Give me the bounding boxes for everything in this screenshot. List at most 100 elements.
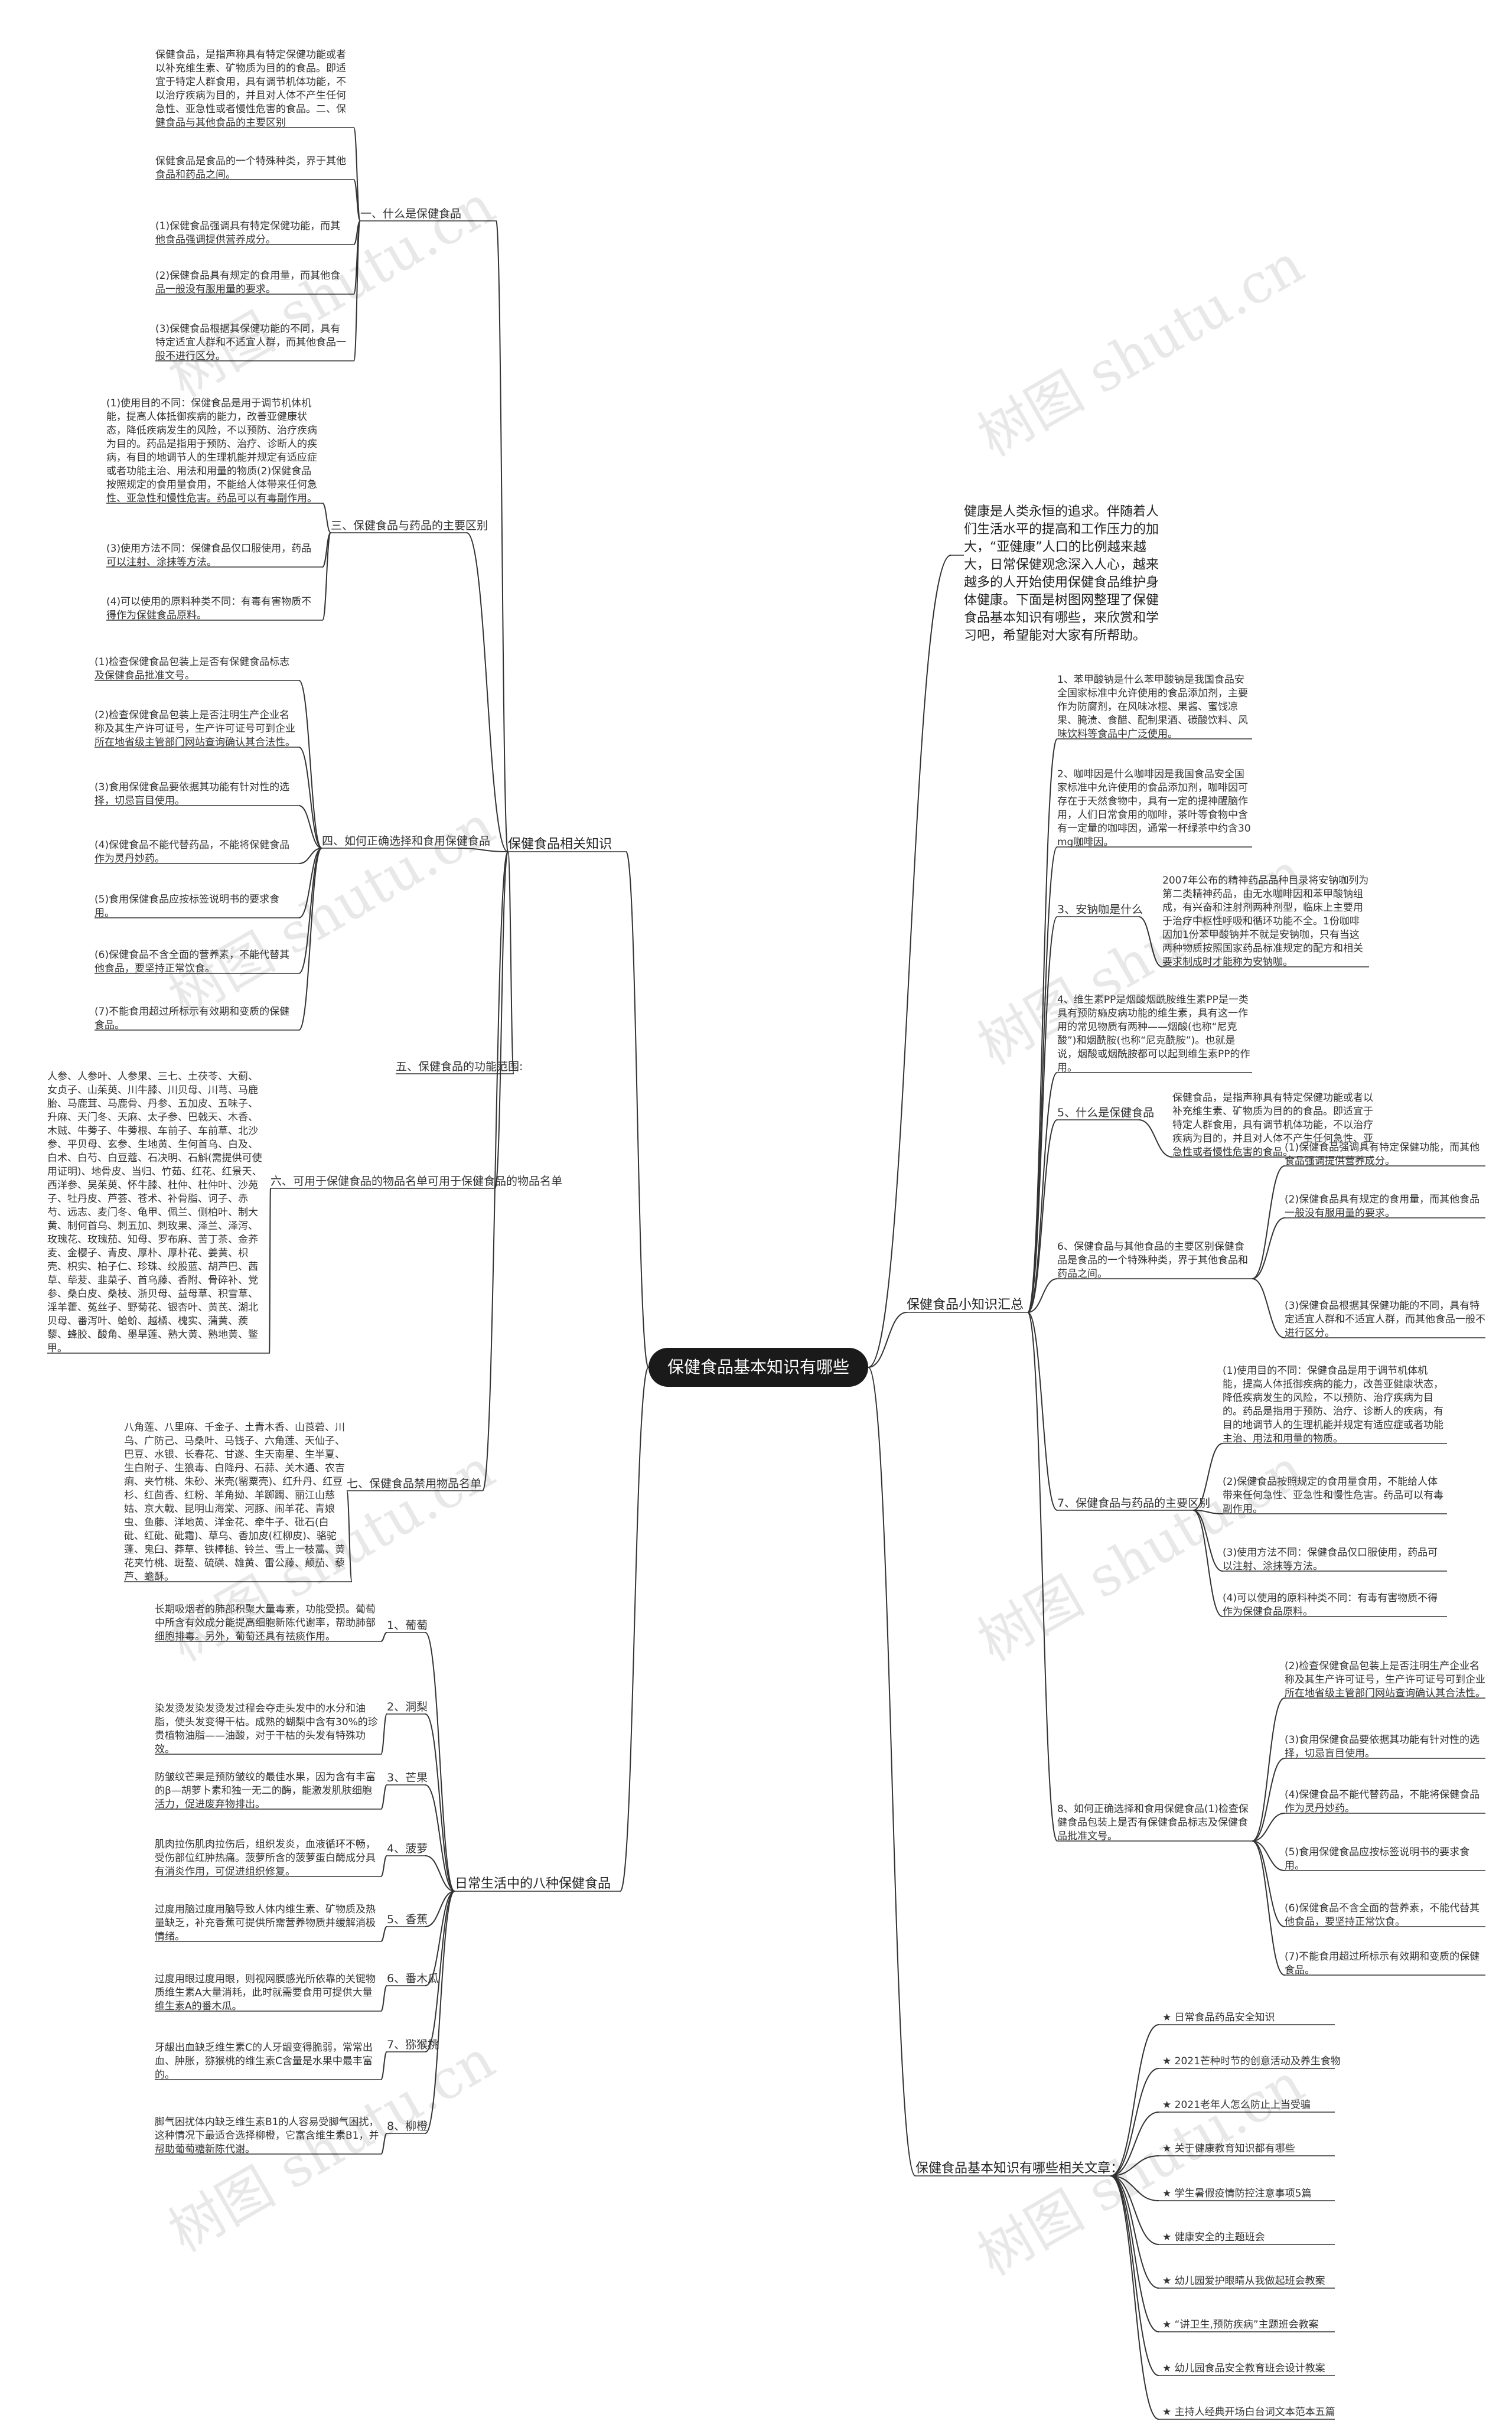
tip-sub-item: (4)保健食品不能代替药品，不能将保健食品作为灵丹妙药。 xyxy=(1285,1789,1480,1814)
connector xyxy=(298,848,322,1031)
connector xyxy=(1110,2175,1159,2376)
connector xyxy=(380,1855,387,1877)
connector xyxy=(1110,2068,1159,2176)
food-label: 5、香蕉 xyxy=(387,1913,428,1926)
connector xyxy=(380,1632,387,1642)
connector xyxy=(1027,1312,1058,1511)
connector xyxy=(425,1784,455,1892)
connector xyxy=(868,1312,907,1368)
related-article-link[interactable]: ★ 健康安全的主题班会 xyxy=(1162,2231,1265,2243)
food-text: 过度用脑过度用脑导致人体内维生素、矿物质及热量缺乏，补充香蕉可提供所需营养物质并… xyxy=(155,1904,376,1943)
connector xyxy=(425,1632,455,1892)
connector xyxy=(1110,2024,1159,2176)
connector xyxy=(353,220,361,361)
connector xyxy=(1110,2155,1159,2176)
connector xyxy=(1252,1165,1285,1279)
connector xyxy=(466,532,509,852)
connector xyxy=(1110,2175,1159,2420)
connector xyxy=(425,1891,455,1986)
connector xyxy=(1110,2175,1159,2201)
connector xyxy=(1027,738,1058,1313)
connector xyxy=(298,747,322,849)
connector xyxy=(298,680,322,849)
section-label: 四、如何正确选择和食用保健食品 xyxy=(322,835,491,848)
related-article-link[interactable]: ★ 2021芒种时节的创意活动及养生食物 xyxy=(1162,2055,1341,2067)
food-text: 过度用眼过度用眼，则视网膜感光所依靠的关键物质维生素A大量消耗，此时就需要食用可… xyxy=(155,1973,376,2012)
section-item: 保健食品是食品的一个特殊种类，界于其他食品和药品之间。 xyxy=(155,155,346,181)
food-label: 8、柳橙 xyxy=(387,2120,428,2133)
section-item: 人参、人参叶、人参果、三七、土茯苓、大蓟、女贞子、山茱萸、川牛膝、川贝母、川芎、… xyxy=(47,1071,262,1354)
food-label: 4、菠萝 xyxy=(387,1842,428,1855)
connector xyxy=(496,220,509,852)
branch-health-knowledge: 保健食品相关知识 xyxy=(508,837,612,852)
connector xyxy=(1252,1217,1285,1279)
connector xyxy=(1110,2112,1159,2176)
tip-sub-item: (3)食用保健食品要依据其功能有针对性的选择，切忌盲目使用。 xyxy=(1285,1734,1480,1759)
connector xyxy=(868,555,951,1368)
related-article-link[interactable]: ★ 关于健康教育知识都有哪些 xyxy=(1162,2143,1295,2155)
section-item: (3)食用保健食品要依据其功能有针对性的选择，切忌盲目使用。 xyxy=(94,781,290,807)
connector xyxy=(1110,2175,1159,2332)
tip-label: 8、如何正确选择和食用保健食品(1)检查保健食品包装上是否有保健食品标志及保健食… xyxy=(1057,1803,1249,1842)
related-article-link[interactable]: ★ 日常食品药品安全知识 xyxy=(1162,2012,1275,2024)
connector xyxy=(1027,916,1058,1313)
tip-sub-item: (3)使用方法不同：保健食品仅口服使用，药品可以注射、涂抹等方法。 xyxy=(1223,1547,1438,1572)
connector xyxy=(1192,1510,1223,1514)
connector xyxy=(298,848,322,864)
tip-sub-item: (1)使用目的不同：保健食品是用于调节机体机能，提高人体抵御疾病的能力，改善亚健… xyxy=(1223,1365,1443,1445)
food-label: 1、葡萄 xyxy=(387,1619,428,1632)
connector xyxy=(380,1985,387,2012)
tip-sub-item: (4)可以使用的原料种类不同：有毒有害物质不得作为保健食品原料。 xyxy=(1223,1592,1438,1618)
branch-tips-summary: 保健食品小知识汇总 xyxy=(907,1298,1024,1312)
section-item: 八角莲、八里麻、千金子、土青木香、山莨菪、川乌、广防己、马桑叶、马钱子、六角莲、… xyxy=(124,1422,345,1583)
tip-item: 2、咖啡因是什么咖啡因是我国食品安全国家标准中允许使用的食品添加剂，咖啡因可存在… xyxy=(1057,768,1251,848)
section-item: (7)不能食用超过所标示有效期和变质的保健食品。 xyxy=(94,1006,290,1031)
connector xyxy=(298,848,322,918)
branch-eight-foods: 日常生活中的八种保健食品 xyxy=(455,1876,611,1891)
connector xyxy=(625,851,649,1368)
section-item: (2)保健食品具有规定的食用量，而其他食品一般没有服用量的要求。 xyxy=(155,270,341,295)
connector xyxy=(380,2133,387,2155)
connector xyxy=(322,503,331,533)
section-label: 七、保健食品禁用物品名单 xyxy=(347,1477,482,1490)
connector xyxy=(620,1367,649,1892)
connector xyxy=(494,851,509,1189)
connector xyxy=(298,805,322,849)
connector xyxy=(1027,1312,1058,1842)
section-item: (3)保健食品根据其保健功能的不同，具有特定适宜人群和不适宜人群，而其他食品一般… xyxy=(155,323,346,362)
food-label: 3、芒果 xyxy=(387,1771,428,1784)
tip-sub-item: (2)检查保健食品包装上是否注明生产企业名称及其生产许可证号，生产许可证号可到企… xyxy=(1285,1660,1485,1699)
section-label: 五、保健食品的功能范围: xyxy=(396,1060,523,1073)
tip-sub-item: (1)保健食品强调具有特定保健功能，而其他食品强调提供营养成分。 xyxy=(1285,1142,1480,1167)
related-article-link[interactable]: ★ 2021老年人怎么防止上当受骗 xyxy=(1162,2099,1311,2111)
related-article-link[interactable]: ★ “讲卫生,预防疾病”主题班会教案 xyxy=(1162,2319,1319,2331)
connector xyxy=(425,1891,455,2052)
connector xyxy=(380,1713,387,1755)
connector xyxy=(1192,1510,1223,1617)
food-text: 长期吸烟者的肺部积聚大量毒素，功能受损。葡萄中所含有效成分能提高细胞新陈代谢率，… xyxy=(155,1604,376,1643)
food-label: 2、洞梨 xyxy=(387,1700,428,1713)
related-article-link[interactable]: ★ 幼儿园爱护眼睛从我做起班会教案 xyxy=(1162,2275,1325,2287)
section-item: (4)可以使用的原料种类不同：有毒有害物质不得作为保健食品原料。 xyxy=(106,596,312,621)
related-article-link[interactable]: ★ 主持人经典开场白台词文本范本五篇 xyxy=(1162,2406,1335,2418)
food-text: 牙龈出血缺乏维生素C的人牙龈变得脆弱，常常出血、肿胀，猕猴桃的维生素C含量是水果… xyxy=(155,2042,373,2081)
connector xyxy=(425,1891,455,1927)
connector xyxy=(1252,1840,1285,1871)
food-label: 6、番木瓜 xyxy=(387,1972,439,1985)
connector xyxy=(269,1188,271,1354)
section-label: 一、什么是保健食品 xyxy=(360,207,462,220)
related-article-link[interactable]: ★ 学生暑假疫情防控注意事项5篇 xyxy=(1162,2188,1312,2200)
connector xyxy=(380,2051,387,2080)
tip-sub-item: (2)保健食品具有规定的食用量，而其他食品一般没有服用量的要求。 xyxy=(1285,1194,1480,1219)
connector xyxy=(1027,1278,1058,1313)
connector xyxy=(482,851,509,1491)
connector xyxy=(1252,1840,1285,1927)
connector xyxy=(1138,916,1163,967)
related-article-link[interactable]: ★ 幼儿园食品安全教育班会设计教案 xyxy=(1162,2363,1325,2374)
section-label: 六、可用于保健食品的物品名单可用于保健食品的物品名单 xyxy=(271,1175,563,1188)
intro-text: 健康是人类永恒的追求。伴随着人们生活水平的提高和工作压力的加大，“亚健康”人口的… xyxy=(964,504,1159,643)
connector xyxy=(380,1784,387,1810)
connector xyxy=(1110,2175,1159,2245)
tip-sub-item: (3)保健食品根据其保健功能的不同，具有特定适宜人群和不适宜人群，而其他食品一般… xyxy=(1285,1300,1485,1339)
section-item: (1)保健食品强调具有特定保健功能，而其他食品强调提供营养成分。 xyxy=(155,220,341,246)
